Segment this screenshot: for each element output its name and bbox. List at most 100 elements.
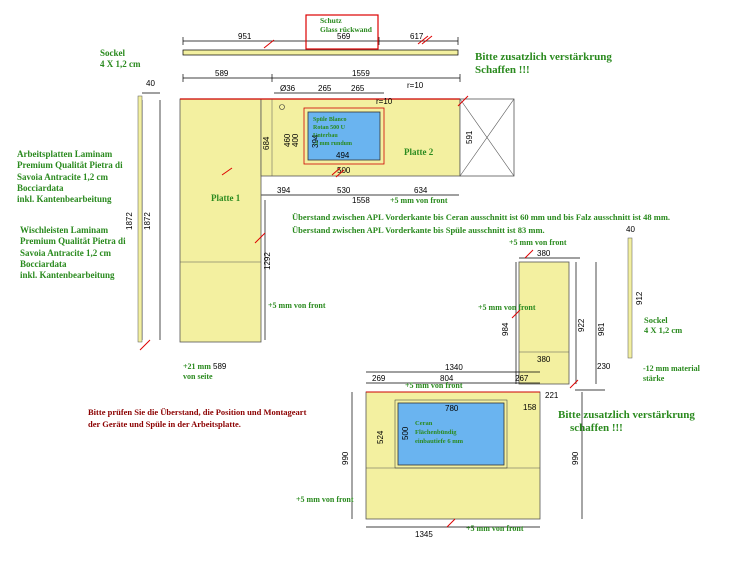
dim-1292: 1292 [263, 252, 272, 270]
dim-380b: 380 [537, 355, 551, 364]
tap-hole [279, 104, 285, 110]
arbeitsplatten-line-2: Premium Qualität Pietra di [17, 160, 123, 171]
dim-524: 524 [376, 430, 385, 444]
dim-780: 780 [445, 404, 459, 413]
dim-158: 158 [523, 403, 537, 412]
dim-494: 494 [336, 151, 350, 160]
platte-1-label: Platte 1 [211, 193, 241, 203]
dim-1558: 1558 [352, 196, 370, 205]
dim-981: 981 [597, 322, 606, 336]
dim-394: 394 [277, 186, 291, 195]
reinforce-note-top: Bitte zusatzlich verstärkrung Schaffen !… [475, 51, 612, 77]
dim-684: 684 [262, 136, 271, 150]
front-note-bottom-top: +5 mm von front [405, 381, 463, 390]
dim-990b: 990 [571, 451, 580, 465]
dim-230: 230 [597, 362, 611, 371]
dim-1340: 1340 [445, 363, 463, 372]
arbeitsplatten-line-1: Arbeitsplatten Laminam [17, 149, 113, 159]
dim-40b: 40 [626, 225, 635, 234]
sink-label-1: Spüle Blanco [313, 117, 347, 123]
dim-394v: 394 [311, 134, 320, 148]
schutz-red-box [305, 14, 379, 50]
wischleisten-line-4: Bocciardata [20, 258, 67, 269]
tall-panel [518, 261, 570, 385]
pruefen-line-1: Bitte prüfen Sie die Überstand, die Posi… [88, 407, 307, 417]
sockel-top-line-2: 4 X 1,2 cm [100, 58, 141, 69]
ueberstand-line-1: Überstand zwischen APL Vorderkante bis C… [292, 212, 671, 222]
dim-634: 634 [414, 186, 428, 195]
sockel-bar-right [627, 237, 633, 359]
dim-r10b: r=10 [376, 97, 393, 106]
dim-40a: 40 [146, 79, 155, 88]
dim-267: 267 [515, 374, 529, 383]
dim-617: 617 [410, 32, 424, 41]
sockel-note-top: Sockel 4 X 1,2 cm [100, 48, 141, 70]
ceran-cutout [397, 402, 505, 466]
schutz-line-1: Schutz [320, 16, 342, 25]
dim-589b: 589 [213, 362, 227, 371]
dim-922: 922 [577, 318, 586, 332]
dim-1872b: 1872 [143, 212, 152, 230]
front-note-left-vertical: +5 mm von front [268, 301, 326, 310]
dim-265b: 265 [351, 84, 365, 93]
sockel-right-line-2: 4 X 1,2 cm [644, 325, 683, 336]
dim-990a: 990 [341, 451, 350, 465]
von-seite-line-1: +21 mm [183, 362, 211, 371]
dim-460: 460 [283, 133, 292, 147]
sockel-note-right: Sockel 4 X 1,2 cm [644, 315, 682, 335]
front-note-bottom-left: +5 mm von front [296, 495, 354, 504]
dim-1345: 1345 [415, 530, 433, 539]
dim-1559: 1559 [352, 69, 370, 78]
schutz-label: Schutz Glass rückwand [320, 16, 372, 34]
dim-diam36: Ø36 [280, 84, 296, 93]
dim-r10a: r=10 [407, 81, 424, 90]
dim-984: 984 [501, 322, 510, 336]
sockel-right-line-1: Sockel [644, 315, 668, 325]
dim-591: 591 [465, 130, 474, 144]
front-note-top-right: +5 mm von front [390, 196, 448, 205]
arbeitsplatten-line-3: Savoia Antracite 1,2 cm [17, 171, 108, 182]
wischleisten-line-5: inkl. Kantenbearbeitung [20, 270, 115, 280]
dim-400: 400 [291, 133, 300, 147]
sink-label-3: Unterbau [313, 133, 338, 139]
arbeitsplatten-line-5: inkl. Kantenbearbeitung [17, 194, 112, 204]
material-line-2: stärke [643, 373, 665, 383]
von-seite-line-2: von seite [183, 371, 213, 381]
sink-label-2: Rotan 500 U [313, 125, 346, 131]
pruefen-line-2: der Geräte und Spüle in der Arbeitsplatt… [88, 419, 241, 430]
dim-804: 804 [440, 374, 454, 383]
platte-1 [179, 98, 262, 343]
wischleisten-line-3: Savoia Antracite 1,2 cm [20, 247, 111, 258]
front-note-mid-top: +5 mm von front [509, 238, 567, 247]
wischleisten-line-2: Premium Qualität Pietra di [20, 236, 126, 247]
dim-269: 269 [372, 374, 386, 383]
ceran-label-1: Ceran [415, 420, 433, 427]
sink-label-4: -3 mm rundum [313, 141, 352, 147]
dim-530: 530 [337, 186, 351, 195]
reinforce-top-line-1: Bitte zusatzlich verstärkrung [475, 51, 612, 63]
wischleisten-note: Wischleisten Laminam Premium Qualität Pi… [20, 225, 126, 281]
dim-589: 589 [215, 69, 229, 78]
von-seite-note: +21 mm von seite [183, 362, 213, 381]
front-note-mid-left: +5 mm von front [478, 303, 536, 312]
front-note-bottom-bottom: +5 mm von front [466, 524, 524, 533]
sockel-bar-top [137, 95, 143, 343]
reinforce-note-bottom: Bitte zusatzlich verstärkrung schaffen !… [558, 409, 695, 435]
ueberstand-line-2: Überstand zwischen APL Vorderkante bis S… [292, 224, 545, 235]
sockel-top-line-1: Sockel [100, 48, 126, 58]
sink-cutout [307, 111, 381, 161]
cut-marks [139, 35, 579, 528]
bottom-dims [351, 371, 583, 528]
ueberstand-note: Überstand zwischen APL Vorderkante bis C… [292, 211, 670, 237]
ceran-label-2: Flächenbündig [415, 429, 457, 436]
material-line-1: -12 mm material [643, 364, 700, 373]
arbeitsplatten-note: Arbeitsplatten Laminam Premium Qualität … [17, 149, 123, 205]
ceran-label-3: einbautiefe 6 mm [415, 438, 464, 445]
dim-265a: 265 [318, 84, 332, 93]
reinforce-bottom-line-2: schaffen !!! [570, 422, 623, 435]
arbeitsplatten-line-4: Bocciardata [17, 182, 64, 193]
pruefen-note: Bitte prüfen Sie die Überstand, die Posi… [88, 406, 306, 431]
reinforce-bottom-line-1: Bitte zusatzlich verstärkrung [558, 409, 695, 421]
dim-500b: 500 [401, 426, 410, 440]
tall-panel-dims [515, 257, 605, 391]
